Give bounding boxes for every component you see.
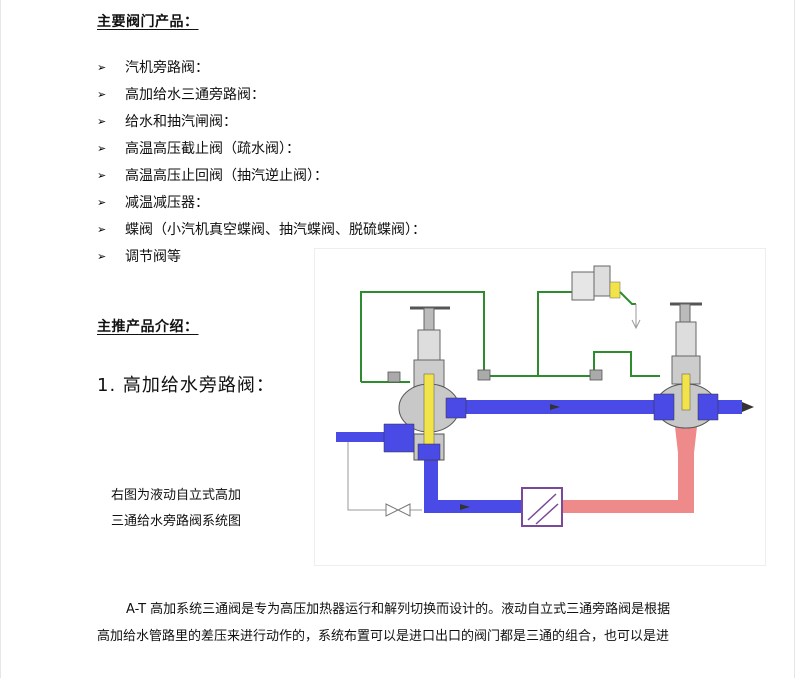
right-three-way-valve	[653, 302, 719, 429]
feedwater-pipes	[336, 400, 742, 513]
inlet-nozzle-right	[653, 393, 675, 421]
bypass-valve-system-diagram	[314, 248, 766, 566]
product-label: 调节阀等	[125, 248, 181, 265]
product-item: ➢ 给水和抽汽闸阀：	[97, 108, 426, 135]
product-label: 高加给水三通旁路阀：	[125, 86, 265, 103]
return-pipe-horizontal	[424, 500, 524, 513]
control-lines	[360, 291, 660, 383]
hot-leg-horizontal	[562, 500, 694, 513]
bypass-nozzle	[445, 397, 467, 419]
bullet-arrow-icon: ➢	[97, 168, 107, 182]
product-list: ➢ 汽机旁路阀： ➢ 高加给水三通旁路阀： ➢ 给水和抽汽闸阀： ➢ 高温高压截止阀（疏…	[97, 54, 426, 270]
bullet-arrow-icon: ➢	[97, 222, 107, 236]
main-products-heading: 主要阀门产品：	[97, 14, 199, 30]
bullet-arrow-icon: ➢	[97, 87, 107, 101]
description-line2: 高加给水管路里的差压来进行动作的，系统布置可以是进口出口的阀门都是三通的组合，也…	[97, 629, 670, 644]
product-item: ➢ 减温减压器：	[97, 189, 426, 216]
vent-icon	[631, 319, 641, 330]
product-item: ➢ 蝶阀（小汽机真空蝶阀、抽汽蝶阀、脱硫蝶阀）：	[97, 216, 426, 243]
figure-caption-line1: 右图为液动自立式高加	[111, 488, 242, 503]
heater-coil-line	[535, 503, 559, 525]
inlet-nozzle	[383, 423, 415, 453]
bullet-arrow-icon: ➢	[97, 141, 107, 155]
left-three-way-valve	[383, 306, 467, 461]
bullet-arrow-icon: ➢	[97, 114, 107, 128]
return-pipe-vertical	[424, 458, 438, 513]
hot-leg-vertical	[678, 448, 694, 513]
outlet-nozzle-right	[697, 393, 719, 421]
control-line-valves	[387, 369, 603, 383]
pilot-regulator	[571, 265, 641, 330]
bullet-arrow-icon: ➢	[97, 60, 107, 74]
inlet-pipe	[336, 432, 386, 442]
valve-stem-right	[681, 373, 691, 411]
product-label: 给水和抽汽闸阀：	[125, 113, 237, 130]
bullet-arrow-icon: ➢	[97, 249, 107, 263]
product-label: 高温高压截止阀（疏水阀）：	[125, 140, 300, 157]
page-border-left	[0, 0, 1, 678]
flow-arrow-icon-2	[460, 504, 470, 510]
featured-products-heading: 主推产品介绍：	[97, 319, 199, 335]
valve-stem	[423, 373, 435, 449]
outlet-arrow-icon	[742, 402, 754, 412]
product-label: 减温减压器：	[125, 194, 209, 211]
figure-caption-line2: 三通给水旁路阀系统图	[111, 514, 242, 529]
check-valve-icon	[385, 503, 400, 517]
page-border-right	[794, 0, 795, 678]
bullet-arrow-icon: ➢	[97, 195, 107, 209]
product-label: 高温高压止回阀（抽汽逆止阀）：	[125, 167, 328, 184]
check-valve-icon-2	[396, 503, 411, 517]
heater-outlet-pipe	[562, 418, 698, 513]
product-item: ➢ 调节阀等	[97, 243, 426, 270]
product-item: ➢ 高温高压止回阀（抽汽逆止阀）：	[97, 162, 426, 189]
product-item: ➢ 高温高压截止阀（疏水阀）：	[97, 135, 426, 162]
product-item: ➢ 汽机旁路阀：	[97, 54, 426, 81]
product-item: ➢ 高加给水三通旁路阀：	[97, 81, 426, 108]
product-title: 1. 高加给水旁路阀：	[97, 375, 275, 396]
heater-coil-line	[527, 493, 557, 521]
flow-arrow-icon	[550, 404, 560, 410]
product-label: 汽机旁路阀：	[125, 59, 209, 76]
control-line-mid	[537, 291, 572, 376]
product-label: 蝶阀（小汽机真空蝶阀、抽汽蝶阀、脱硫蝶阀）：	[125, 221, 426, 238]
description-line1: A-T 高加系统三通阀是专为高压加热器运行和解列切换而设计的。液动自立式三通旁路…	[126, 602, 671, 617]
control-line-left	[360, 291, 485, 382]
